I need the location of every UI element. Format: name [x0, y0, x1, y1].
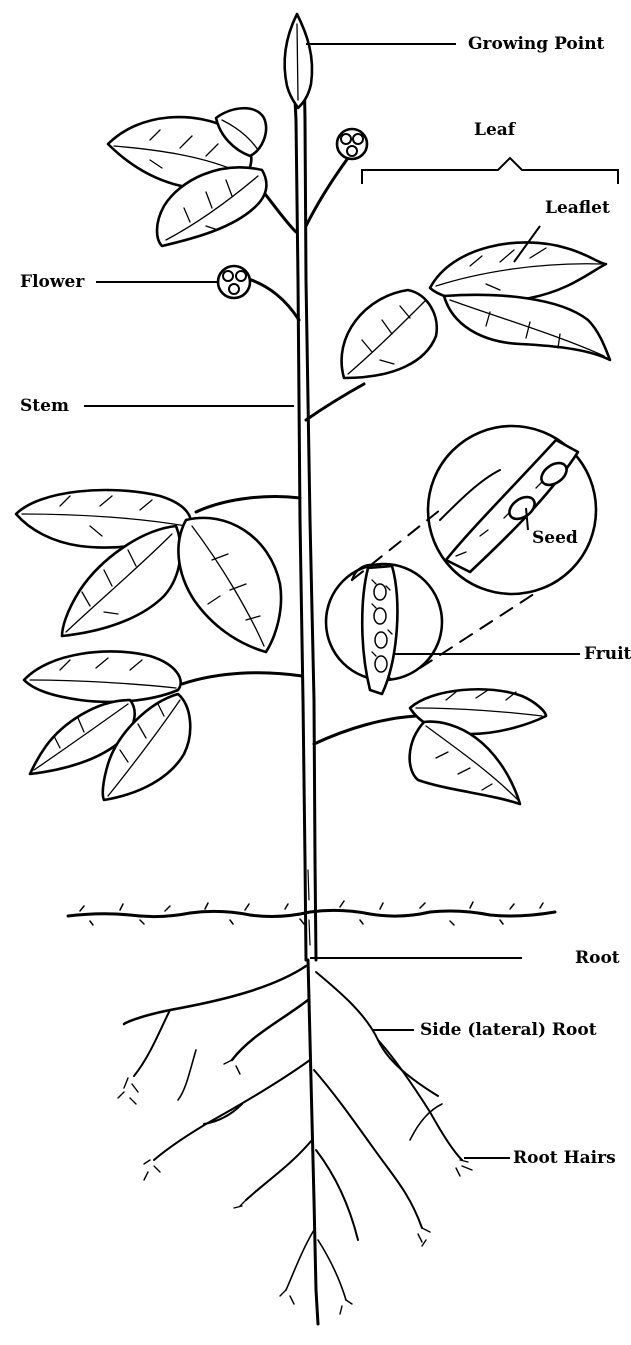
label-growing-point: Growing Point	[468, 36, 604, 53]
label-stem: Stem	[20, 398, 69, 415]
flower-upper	[337, 129, 367, 159]
main-stem	[293, 60, 316, 960]
leaf-cluster-lower-right	[410, 689, 546, 804]
leaf-cluster-lower-left	[24, 651, 190, 800]
label-seed: Seed	[532, 530, 578, 547]
roots	[118, 960, 472, 1324]
label-leaf: Leaf	[474, 122, 515, 139]
label-side-root: Side (lateral) Root	[420, 1022, 597, 1039]
label-root: Root	[575, 950, 620, 967]
fruit-pod	[326, 564, 442, 694]
label-root-hairs: Root Hairs	[513, 1150, 616, 1167]
leaf-cluster-top-left	[108, 108, 266, 246]
label-fruit: Fruit	[584, 646, 631, 663]
leaf-cluster-upper-right	[342, 242, 610, 378]
flower-lower	[218, 266, 250, 298]
leader-leaf-bracket	[362, 158, 618, 184]
label-leaflet: Leaflet	[545, 200, 610, 217]
label-flower: Flower	[20, 274, 84, 291]
growing-point-bud	[285, 14, 312, 108]
soil-line	[68, 901, 555, 925]
leaf-cluster-middle-left	[16, 490, 281, 652]
